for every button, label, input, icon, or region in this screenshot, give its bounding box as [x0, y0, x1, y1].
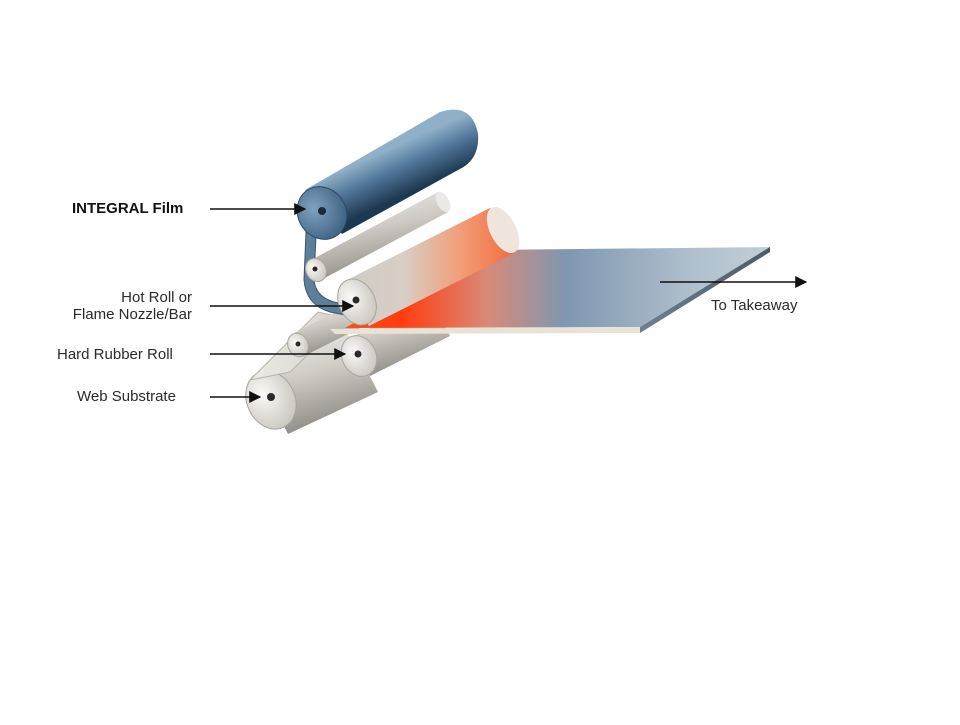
- guide-roll: [305, 191, 451, 283]
- laminate-sheet: [330, 247, 770, 334]
- label-hot-roll-line2: Flame Nozzle/Bar: [72, 306, 192, 323]
- label-hard-rubber-roll: Hard Rubber Roll: [57, 346, 173, 363]
- label-integral-film: INTEGRAL Film: [72, 200, 184, 217]
- leader-arrows: [210, 203, 808, 403]
- label-to-takeaway: To Takeaway: [711, 297, 798, 314]
- label-hot-roll: Hot Roll or: [40, 288, 192, 307]
- film-supply-roll: [296, 109, 479, 240]
- hot-roll: [337, 206, 520, 326]
- label-hot-roll-line1: Hot Roll or: [121, 289, 192, 306]
- label-web-substrate: Web Substrate: [77, 388, 176, 405]
- label-flame-nozzle: Flame Nozzle/Bar: [40, 305, 192, 324]
